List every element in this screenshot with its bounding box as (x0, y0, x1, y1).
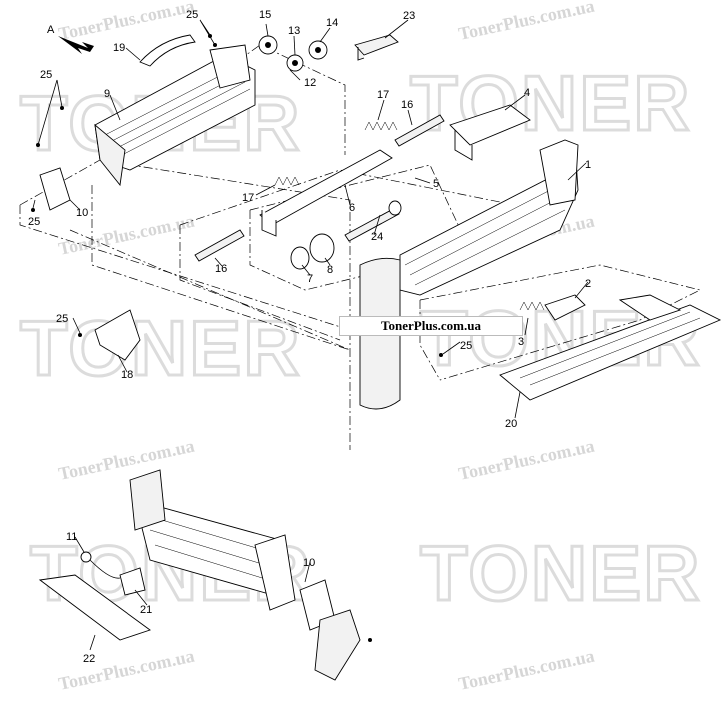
part-10-bracket (39, 167, 71, 211)
callout-20: 20 (505, 418, 517, 430)
callout-25: 25 (56, 313, 68, 325)
callout-11: 11 (66, 531, 77, 543)
callout-17: 17 (377, 89, 389, 101)
watermark-brand: TONER (410, 59, 692, 147)
leader-lines (32, 19, 589, 651)
callout-5: 5 (433, 178, 439, 190)
callout-24: 24 (371, 231, 383, 243)
watermark-site: TonerPlus.com.ua (57, 0, 196, 44)
part-9-feed-frame (94, 44, 256, 187)
part-2-lever (544, 294, 586, 321)
callout-25: 25 (460, 340, 472, 352)
part-4-guide (449, 104, 531, 161)
part-16-shafts (194, 114, 445, 262)
callout-10: 10 (303, 557, 315, 569)
view-arrow-a: A (47, 24, 94, 54)
part-19-guide-arc (139, 34, 196, 67)
callout-7: 7 (307, 273, 313, 285)
callout-16: 16 (401, 99, 413, 111)
watermark-site: TonerPlus.com.ua (457, 436, 596, 484)
part-18-cover (94, 309, 141, 361)
watermark-site: TonerPlus.com.ua (57, 436, 196, 484)
callout-12: 12 (304, 77, 316, 89)
callout-9: 9 (104, 88, 110, 100)
part-lower-cover (314, 609, 361, 681)
callout-25: 25 (28, 216, 40, 228)
lower-frame-assembly (129, 469, 296, 611)
callout-23: 23 (403, 10, 415, 22)
view-label: A (47, 24, 55, 36)
callout-3: 3 (518, 336, 524, 348)
callout-16: 16 (215, 263, 227, 275)
callout-15: 15 (259, 9, 271, 21)
callout-18: 18 (121, 369, 133, 381)
callout-14: 14 (326, 17, 338, 29)
callout-13: 13 (288, 25, 300, 37)
callout-17: 17 (242, 192, 254, 204)
callout-1: 1 (585, 159, 591, 171)
callout-19: 19 (113, 42, 125, 54)
part-1-main-body (399, 139, 579, 296)
part-11-cable (80, 551, 121, 579)
watermark-site: TonerPlus.com.ua (457, 0, 596, 44)
watermark-brand: TONER (20, 304, 302, 392)
part-21-sensor (119, 567, 146, 596)
site-label-box: TonerPlus.com.ua (339, 316, 523, 336)
callout-2: 2 (585, 278, 591, 290)
part-6-roller-holder (259, 149, 393, 237)
part-22-strip (38, 574, 151, 641)
callout-6: 6 (349, 202, 355, 214)
watermark-site: TonerPlus.com.ua (457, 646, 596, 694)
part-23-bracket (354, 34, 399, 61)
watermark-brand: TONER (420, 529, 702, 617)
part-rollers (290, 200, 402, 270)
callout-4: 4 (524, 87, 530, 99)
watermark-site: TonerPlus.com.ua (57, 646, 196, 694)
callout-22: 22 (83, 653, 95, 665)
callout-8: 8 (327, 264, 333, 276)
callout-25: 25 (40, 69, 52, 81)
part-gears (258, 35, 328, 72)
callout-labels: 25 25 15 13 14 23 19 12 9 17 16 4 1 5 6 … (28, 9, 591, 665)
part-20-tray (499, 294, 722, 401)
part-17-springs (274, 121, 545, 311)
callout-21: 21 (140, 604, 152, 616)
callout-10: 10 (76, 207, 88, 219)
callout-25: 25 (186, 9, 198, 21)
